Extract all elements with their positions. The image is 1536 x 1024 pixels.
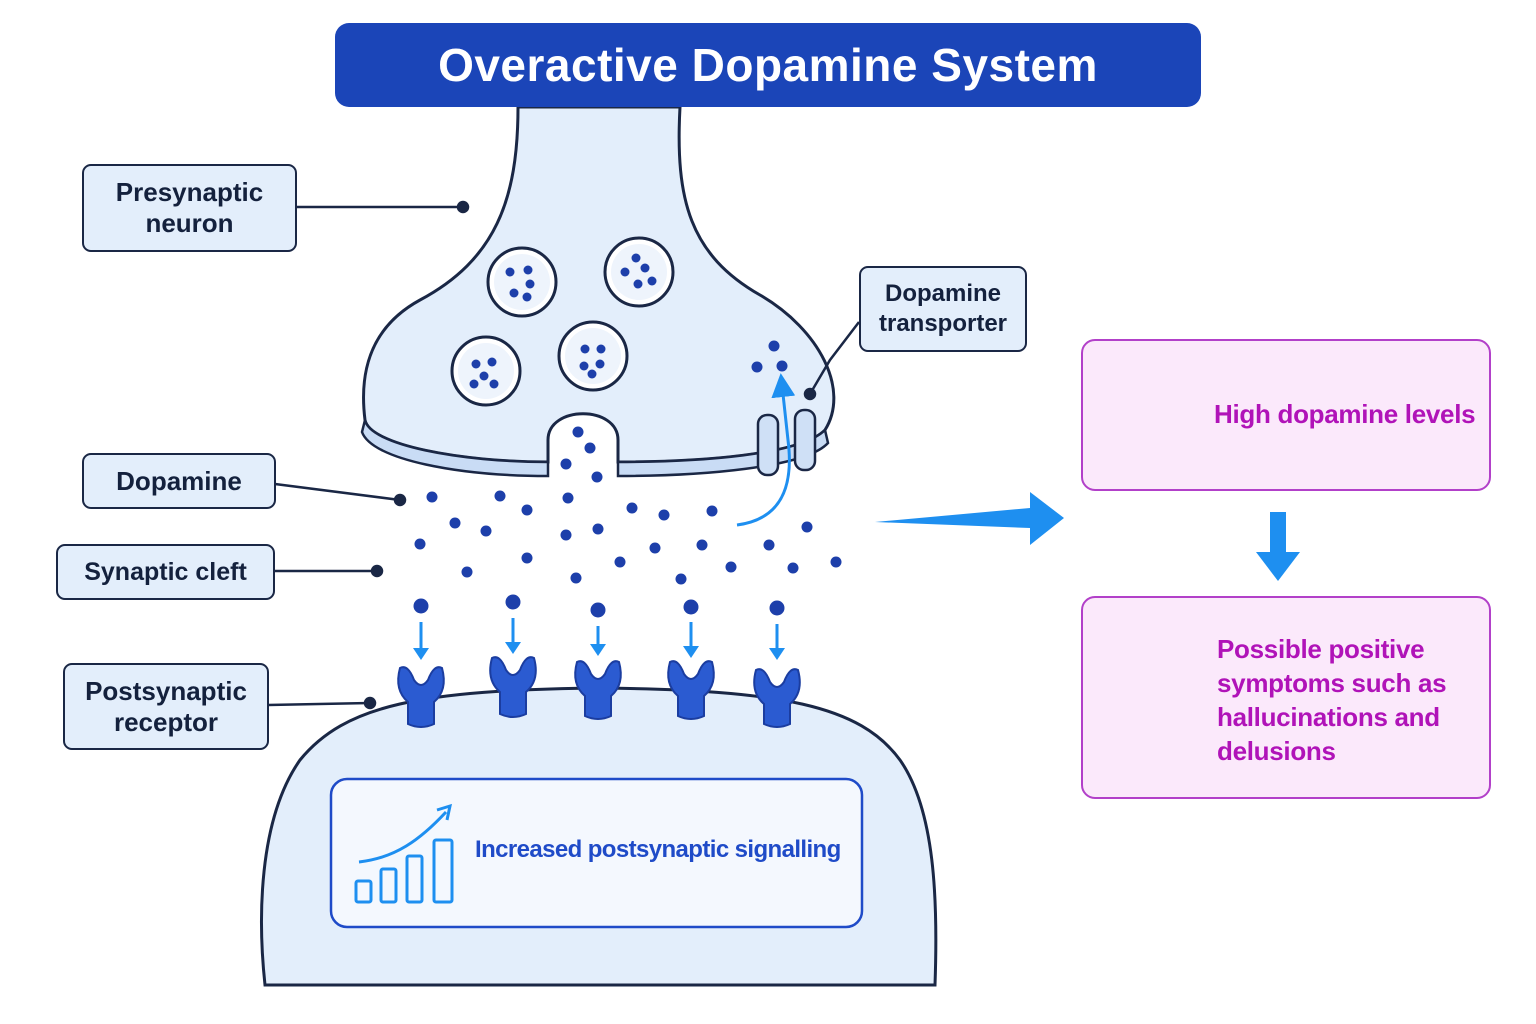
symptoms-text: Possible positive symptoms such as hallu… bbox=[1217, 634, 1447, 766]
down-arrow-icon bbox=[1256, 512, 1300, 581]
vesicle bbox=[557, 320, 629, 392]
label-synaptic-cleft: Synaptic cleft bbox=[56, 544, 275, 600]
reuptake-arrow bbox=[736, 373, 796, 527]
label-text: Postsynaptic receptor bbox=[85, 675, 247, 737]
vesicle bbox=[450, 335, 522, 407]
binding-arrows bbox=[413, 618, 785, 660]
leader-lines bbox=[267, 200, 860, 710]
bar-chart-trend-icon bbox=[354, 803, 454, 904]
receptor bbox=[667, 660, 715, 720]
label-dopamine: Dopamine bbox=[82, 453, 276, 509]
receptor bbox=[753, 668, 801, 728]
label-postsynaptic-receptor: Postsynaptic receptor bbox=[63, 663, 269, 750]
receptor bbox=[574, 660, 622, 720]
vesicle bbox=[486, 246, 558, 318]
receptor bbox=[397, 666, 445, 728]
label-text: Dopamine transporter bbox=[878, 280, 1008, 337]
dopamine-molecules bbox=[413, 426, 842, 618]
symptoms-box bbox=[1081, 596, 1491, 799]
label-text: Dopamine bbox=[116, 465, 242, 496]
title-text: Overactive Dopamine System bbox=[438, 39, 1098, 91]
label-presynaptic-neuron: Presynaptic neuron bbox=[82, 164, 297, 252]
flow-arrow bbox=[875, 492, 1064, 545]
label-dopamine-transporter: Dopamine transporter bbox=[859, 266, 1027, 352]
high-dopamine-box bbox=[1081, 339, 1491, 491]
label-text: Synaptic cleft bbox=[84, 557, 247, 586]
diagram-title: Overactive Dopamine System bbox=[335, 23, 1201, 107]
receptor bbox=[489, 656, 537, 718]
signalling-box bbox=[329, 777, 864, 929]
postsynaptic-receptors bbox=[397, 656, 801, 728]
high-dopamine-text: High dopamine levels bbox=[1214, 399, 1476, 429]
label-text: Presynaptic neuron bbox=[115, 177, 264, 238]
vesicle bbox=[603, 236, 675, 308]
synaptic-vesicles bbox=[450, 236, 675, 407]
signalling-label: Increased postsynaptic signalling bbox=[475, 836, 841, 863]
postsynaptic-neuron bbox=[260, 686, 938, 987]
dopamine-transporter bbox=[736, 340, 817, 527]
